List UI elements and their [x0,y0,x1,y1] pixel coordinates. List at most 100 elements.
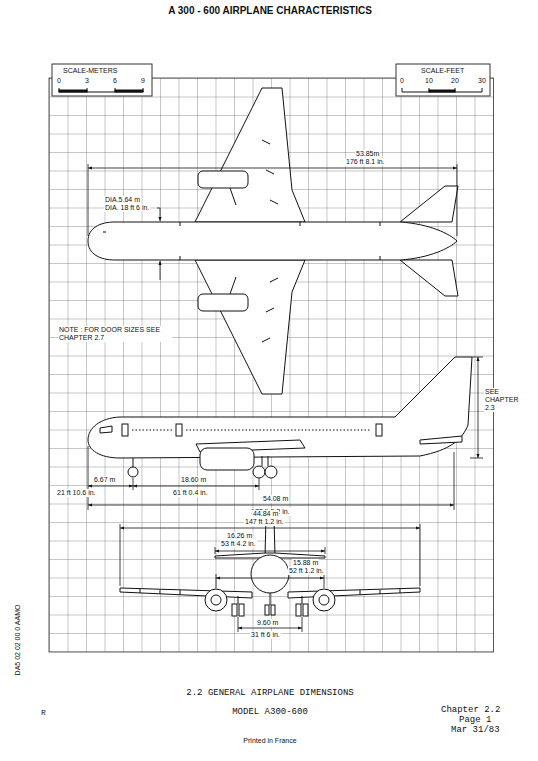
scale-number: 20 [450,77,460,85]
front-view-part [319,595,329,605]
front-view [120,518,420,616]
dimension-lines-part [216,574,324,588]
scale-title: SCALE-METERS [62,67,118,75]
model-name: MODEL A300-600 [231,707,309,717]
dimension: 31 ft 6 in. [250,631,281,639]
dimension: 53.85m [355,150,380,158]
top-view [88,88,458,394]
dimension-lines [120,524,420,632]
side-view-part [265,466,277,478]
dimension-lines [88,164,457,280]
dimension-lines-part [238,628,302,629]
top-view-part [103,222,380,260]
reference-note: SEE CHAPTER 2.3 [484,388,526,412]
dimension: 61 ft 0.4 in. [172,489,209,497]
top-view-part [230,188,236,294]
dimension-lines-part [120,524,420,586]
dimension: 54.08 m [262,495,289,503]
dimension: DIA. 18 ft 6 in. [104,204,150,212]
side-view-part [122,424,128,436]
page-title: A 300 - 600 AIRPLANE CHARACTERISTICS [167,5,373,17]
dimension: 44.84 m [252,510,279,518]
scale-number: 6 [112,77,118,85]
grid [49,78,494,652]
top-view-part [195,260,305,394]
dimension-lines-part [120,528,420,529]
front-view-part [211,595,221,605]
dimension: 15.88 m [292,559,319,567]
scale-bars-part [59,90,87,92]
dimension-lines-part [88,446,454,510]
grid-part [49,78,494,652]
side-view-part [128,467,138,477]
dimension-lines-part [160,261,161,280]
front-view-part [238,593,302,605]
top-view-part [400,186,458,222]
dimension: 53 ft 4.2 in. [220,540,257,548]
dimension-lines-part [88,486,133,487]
dimension: 176 ft 8.1 in. [345,158,386,166]
top-view-part [198,294,248,311]
document-code: DA5 02 02 00 0 AAMO [14,604,22,677]
page: Page 1 [458,715,492,725]
side-view-part [253,466,265,478]
front-view-part [232,604,237,616]
dimension-lines-part [157,208,160,221]
front-view-part [205,589,227,611]
scale-number: 0 [56,77,62,85]
dimension: 21 ft 10.6 in. [56,489,97,497]
scale-bars-part [396,64,490,96]
front-view-part [265,605,269,615]
top-view-part [195,88,305,222]
front-view-part [216,589,324,592]
dimension: 6.67 m [93,476,116,484]
front-view-part [296,604,301,616]
side-view-part [88,357,472,458]
side-view-part [133,456,268,467]
top-view-part [88,222,457,260]
top-view-part [400,260,458,296]
dimension: 147 ft 1.2 in. [244,518,285,526]
dimension-lines-part [88,164,457,236]
dimension-lines-part [88,168,457,169]
side-view-part [176,424,182,436]
dimension-lines-part [216,578,324,579]
scale-bars-part [402,88,482,92]
note: NOTE : FOR DOOR SIZES SEE CHAPTER 2.7 [58,326,172,342]
scale-title: SCALE-FEET [420,67,465,75]
front-view-part [251,555,289,593]
side-view-part [420,436,462,444]
front-view-part [303,604,308,616]
chapter: Chapter 2.2 [440,705,501,715]
top-view-part [262,140,278,342]
top-view-part [198,171,248,188]
dimension-lines-part [470,357,483,458]
side-view-part [132,430,370,431]
side-view [88,357,472,478]
date: Mar 31/83 [450,725,501,735]
scale-bars-part [52,64,152,96]
scale-number: 30 [477,77,487,85]
scale-bars-part [59,88,143,92]
dimension-lines-part [238,617,302,632]
dimension-lines-part [215,547,325,554]
front-view-part [313,589,335,611]
dimension-lines-part [88,505,454,506]
figure-caption: 2.2 GENERAL AIRPLANE DIMENSIONS [185,688,354,698]
scale-number: 3 [84,77,90,85]
dimension-lines-part [478,357,479,458]
scale-bars-part [115,90,143,92]
front-view-part [239,604,244,616]
dimension-lines [88,357,483,510]
revision-mark: R [40,708,47,717]
side-view-part [200,448,254,470]
dimension-lines-part [215,551,325,552]
scale-number: 10 [424,77,434,85]
side-view-part [100,426,112,433]
dimension: 9.60 m [256,619,279,627]
dimension: 18.60 m [180,476,207,484]
scale-bars-part [429,90,455,92]
scale-number: 9 [140,77,146,85]
scale-number: 0 [399,77,405,85]
